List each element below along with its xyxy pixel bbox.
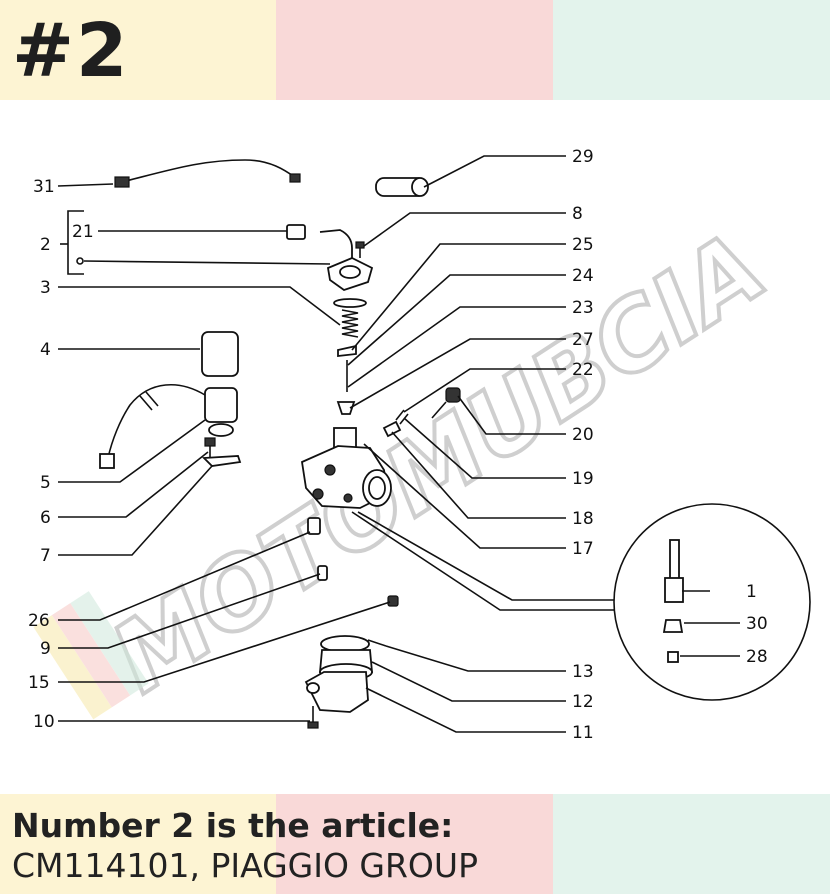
- callout-15: 15: [28, 673, 50, 693]
- part-8-screw: [355, 241, 365, 258]
- part-31-cable: [114, 159, 301, 188]
- part-6-screw: [204, 437, 216, 458]
- callout-1: 1: [746, 582, 757, 602]
- callout-31: 31: [33, 177, 55, 197]
- part-2-top-cover: [319, 229, 374, 291]
- part-17-carburetor-body: [301, 427, 392, 509]
- callout-8: 8: [572, 204, 583, 224]
- callout-3: 3: [40, 278, 51, 298]
- callout-24: 24: [572, 266, 594, 286]
- part-9-jet: [317, 565, 328, 581]
- top-color-band: [0, 0, 830, 100]
- callout-9: 9: [40, 639, 51, 659]
- exploded-parts-diagram: MOTOMUBCIA: [28, 147, 811, 743]
- detail-circle: [613, 503, 811, 701]
- callout-10: 10: [33, 712, 55, 732]
- callout-18: 18: [572, 509, 594, 529]
- part-3-spring: [333, 298, 367, 338]
- callout-4: 4: [40, 340, 51, 360]
- callout-21: 21: [72, 222, 94, 242]
- callout-19: 19: [572, 469, 594, 489]
- callout-27: 27: [572, 330, 594, 350]
- part-27-jet: [336, 401, 356, 415]
- part-11-float-bowl: [304, 671, 369, 713]
- part-7-bracket: [201, 455, 242, 467]
- callout-29: 29: [572, 147, 594, 167]
- callout-20: 20: [572, 425, 594, 445]
- callout-7: 7: [40, 546, 51, 566]
- callout-13: 13: [572, 662, 594, 682]
- callout-11: 11: [572, 723, 594, 743]
- item-number-badge: #2: [12, 8, 130, 94]
- caption-title: Number 2 is the article:: [12, 806, 454, 845]
- part-18-screw: [382, 420, 402, 438]
- callout-22: 22: [572, 360, 594, 380]
- part-10-screw: [307, 706, 319, 729]
- part-25-clip: [337, 344, 357, 358]
- part-15-screw: [387, 595, 399, 607]
- bottom-color-band: [0, 794, 830, 894]
- part-26-screw: [307, 517, 321, 535]
- part-29-plug: [375, 177, 429, 197]
- callout-2: 2: [40, 235, 51, 255]
- part-4-cap: [201, 331, 239, 377]
- callout-28: 28: [746, 647, 768, 667]
- leader-lines: [57, 155, 740, 733]
- part-21: [286, 224, 306, 240]
- callout-6: 6: [40, 508, 51, 528]
- callout-12: 12: [572, 692, 594, 712]
- part-22-screw: [431, 387, 461, 419]
- caption-article-number: CM114101, PIAGGIO GROUP: [12, 846, 478, 885]
- callout-23: 23: [572, 298, 594, 318]
- part-5-choke: [99, 384, 238, 469]
- callout-17: 17: [572, 539, 594, 559]
- callout-30: 30: [746, 614, 768, 634]
- callout-5: 5: [40, 473, 51, 493]
- callout-26: 26: [28, 611, 50, 631]
- callout-25: 25: [572, 235, 594, 255]
- callout-labels: 31 29 21 2 8 25 3 24 23 4 27 22 20 5 19 …: [28, 147, 768, 743]
